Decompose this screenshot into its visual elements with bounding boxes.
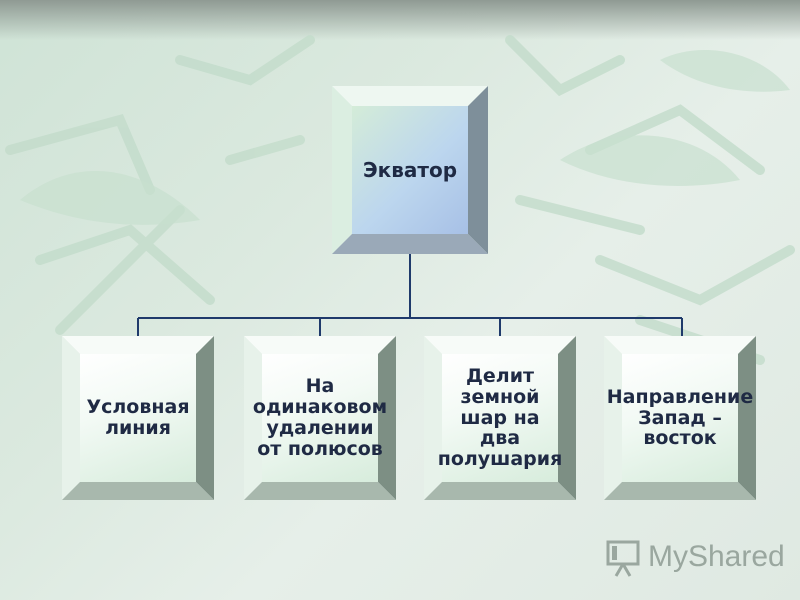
root-node-equator: Экватор bbox=[332, 86, 488, 254]
presentation-icon bbox=[606, 540, 640, 577]
myshared-watermark: MyShared bbox=[604, 536, 785, 580]
child-node-label: Делит земной шар на два полушария bbox=[438, 354, 562, 482]
top-shadow bbox=[0, 0, 800, 40]
child-node-label: Условная линия bbox=[80, 354, 196, 482]
child-node-direction: Направление Запад – восток bbox=[604, 336, 756, 500]
child-bevel bbox=[244, 336, 396, 500]
watermark-text: MyShared bbox=[648, 540, 785, 573]
child-node-divides-globe: Делит земной шар на два полушария bbox=[424, 336, 576, 500]
child-node-label: На одинаковом удалении от полюсов bbox=[253, 354, 387, 482]
child-node-conditional-line: Условная линия bbox=[62, 336, 214, 500]
child-bevel bbox=[62, 336, 214, 500]
child-node-label: Направление Запад – восток bbox=[607, 354, 753, 482]
child-bevel bbox=[424, 336, 576, 500]
child-node-equal-distance: На одинаковом удалении от полюсов bbox=[244, 336, 396, 500]
child-bevel bbox=[604, 336, 756, 500]
root-node-label: Экватор bbox=[352, 106, 468, 234]
root-bevel bbox=[332, 86, 488, 254]
